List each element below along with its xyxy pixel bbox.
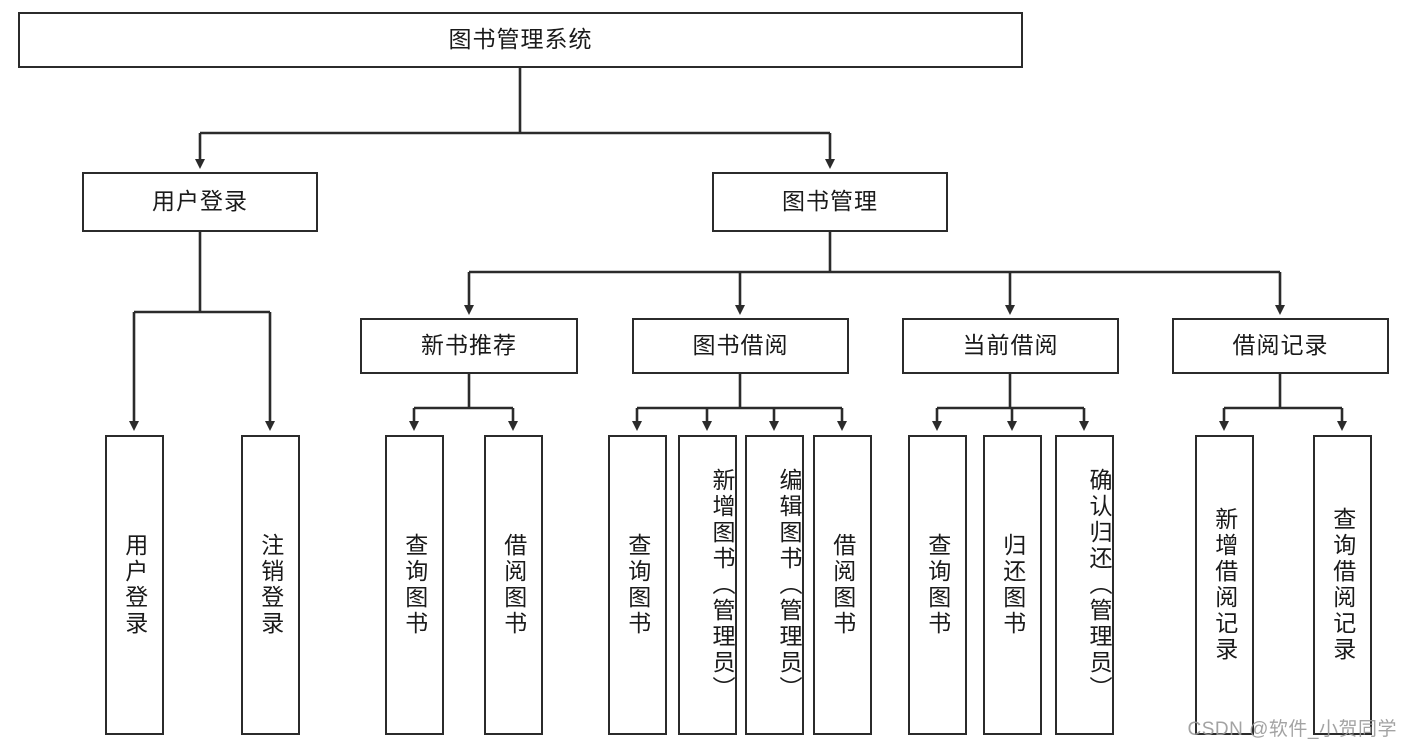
node-leaf-query-borrow-record[interactable]: 查询借阅记录	[1313, 435, 1372, 735]
node-leaf-borrow-book-borrow[interactable]: 借阅图书	[813, 435, 872, 735]
node-book-borrow[interactable]: 图书借阅	[632, 318, 849, 374]
node-leaf-borrow-book-recommend[interactable]: 借阅图书	[484, 435, 543, 735]
node-book-manage[interactable]: 图书管理	[712, 172, 948, 232]
node-leaf-query-book-recommend[interactable]: 查询图书	[385, 435, 444, 735]
node-leaf-add-book-admin[interactable]: 新增图书（管理员）	[678, 435, 737, 735]
node-leaf-add-borrow-record[interactable]: 新增借阅记录	[1195, 435, 1254, 735]
node-root-system[interactable]: 图书管理系统	[18, 12, 1023, 68]
node-current-borrow[interactable]: 当前借阅	[902, 318, 1119, 374]
csdn-watermark: CSDN @软件_小贺同学	[1187, 719, 1397, 740]
node-leaf-user-logout[interactable]: 注销登录	[241, 435, 300, 735]
node-user-login[interactable]: 用户登录	[82, 172, 318, 232]
node-leaf-user-login[interactable]: 用户登录	[105, 435, 164, 735]
node-leaf-query-book-borrow[interactable]: 查询图书	[608, 435, 667, 735]
node-leaf-confirm-return-admin[interactable]: 确认归还（管理员）	[1055, 435, 1114, 735]
node-leaf-edit-book-admin[interactable]: 编辑图书（管理员）	[745, 435, 804, 735]
node-leaf-return-book[interactable]: 归还图书	[983, 435, 1042, 735]
node-leaf-query-book-current[interactable]: 查询图书	[908, 435, 967, 735]
node-borrow-record[interactable]: 借阅记录	[1172, 318, 1389, 374]
node-new-book-recommend[interactable]: 新书推荐	[360, 318, 578, 374]
